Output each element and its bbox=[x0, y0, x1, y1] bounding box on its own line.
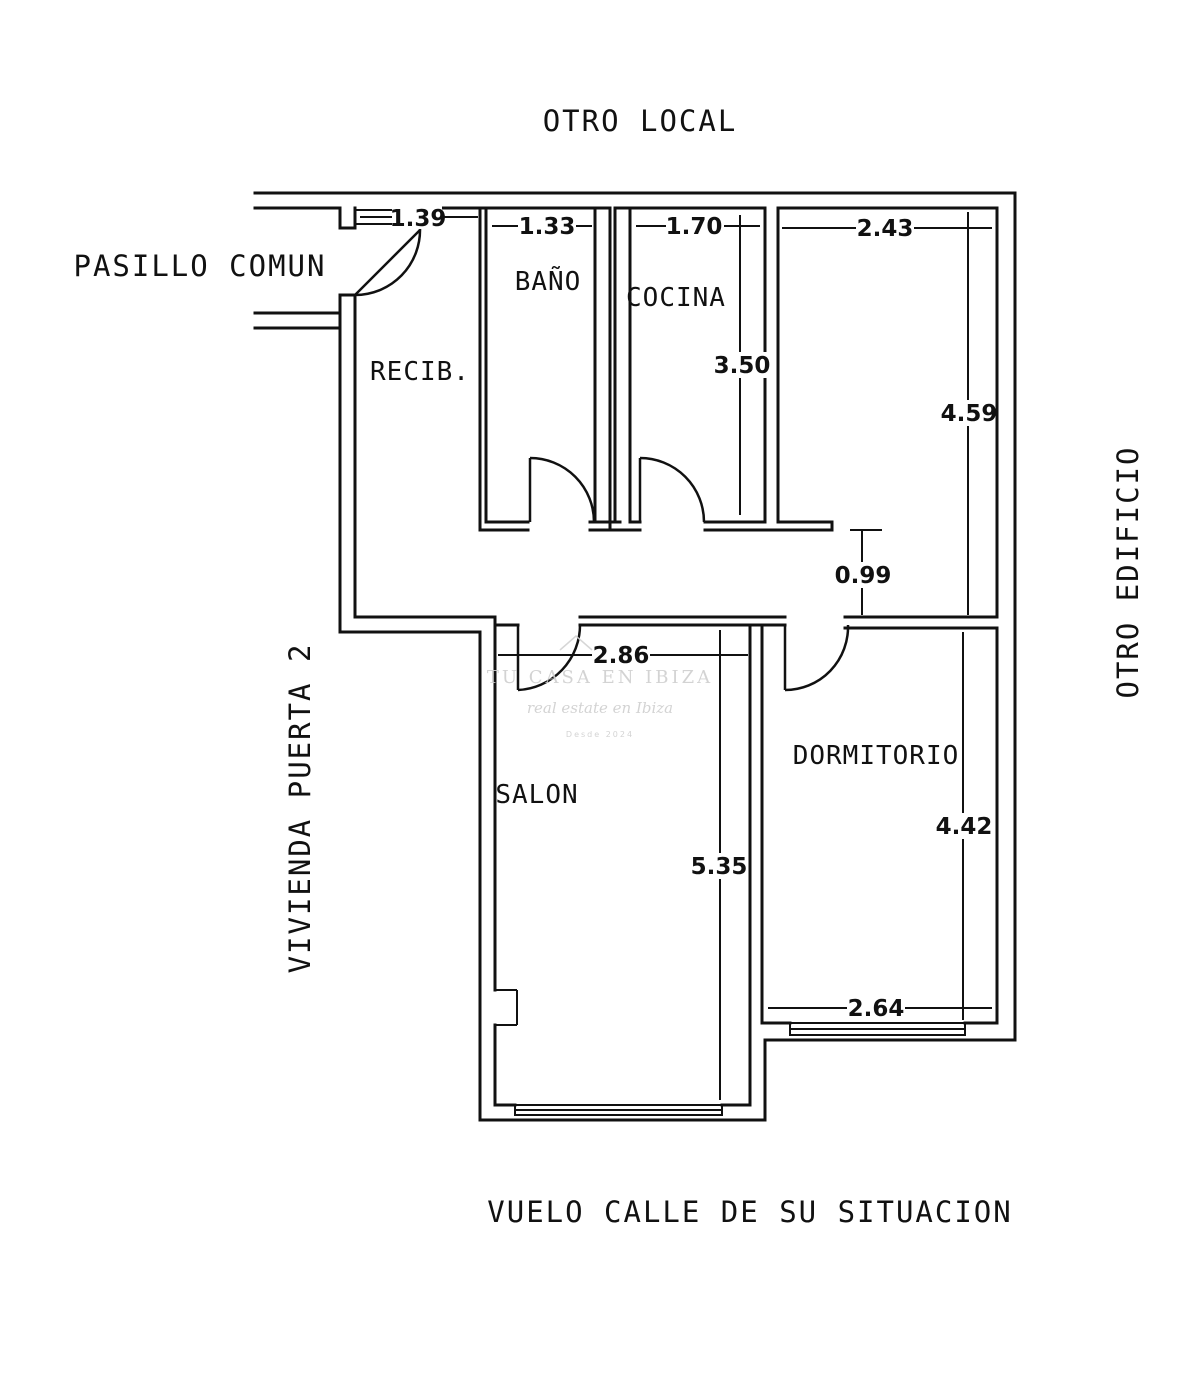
label-vuelo-calle: VUELO CALLE DE SU SITUACION bbox=[487, 1195, 1012, 1229]
dim-room-width: 2.43 bbox=[857, 216, 914, 242]
doors bbox=[354, 227, 850, 692]
dim-cocina-depth: 3.50 bbox=[714, 353, 771, 379]
dim-hall-depth: 0.99 bbox=[835, 563, 892, 589]
dimension-lines bbox=[360, 212, 992, 1100]
dim-entrance-width: 1.39 bbox=[390, 206, 447, 232]
windows bbox=[354, 209, 966, 1116]
house-roof-icon bbox=[559, 635, 593, 651]
watermark-brand: TU CASA EN IBIZA bbox=[487, 667, 713, 688]
dim-bano-width: 1.33 bbox=[519, 214, 576, 240]
room-label-bano: BAÑO bbox=[515, 265, 582, 297]
label-vivienda-puerta-2: VIVIENDA PUERTA 2 bbox=[283, 643, 317, 974]
interior-walls bbox=[478, 206, 999, 1025]
label-otro-local: OTRO LOCAL bbox=[543, 104, 738, 138]
watermark-tagline: real estate en Ibiza bbox=[527, 699, 673, 717]
label-otro-edificio: OTRO EDIFICIO bbox=[1111, 446, 1145, 699]
watermark-since: Desde 2024 bbox=[566, 730, 634, 739]
dim-salon-width: 2.86 bbox=[593, 643, 650, 669]
room-label-cocina: COCINA bbox=[626, 283, 726, 313]
outer-walls bbox=[253, 191, 1017, 1122]
room-label-dormitorio: DORMITORIO bbox=[793, 741, 960, 771]
room-label-salon: SALON bbox=[495, 780, 578, 810]
dim-room-depth: 4.59 bbox=[941, 401, 998, 427]
room-label-recibidor: RECIB. bbox=[370, 357, 470, 387]
dim-salon-depth: 5.35 bbox=[691, 854, 748, 880]
watermark: TU CASA EN IBIZA real estate en Ibiza De… bbox=[487, 635, 713, 739]
dim-dormitorio-width: 2.64 bbox=[848, 996, 905, 1022]
label-pasillo-comun: PASILLO COMUN bbox=[74, 249, 327, 283]
dim-dormitorio-depth: 4.42 bbox=[936, 814, 993, 840]
dim-cocina-width: 1.70 bbox=[666, 214, 723, 240]
dimension-labels: 1.39 1.33 1.70 3.50 2.43 4.59 0.99 2.86 … bbox=[390, 205, 998, 1022]
